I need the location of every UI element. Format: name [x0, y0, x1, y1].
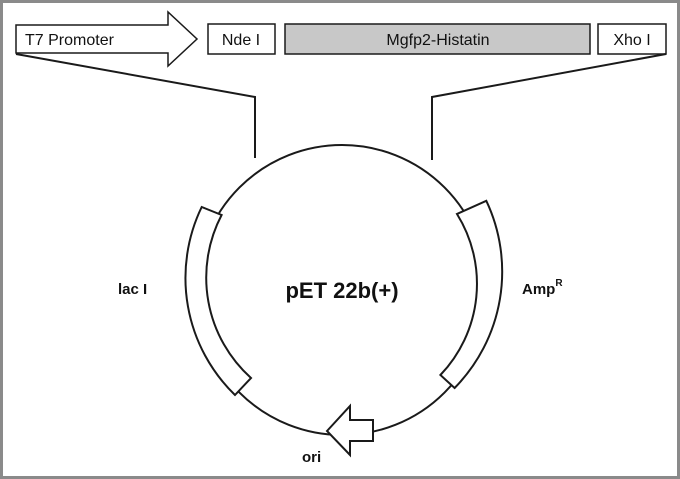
amp-r-feature	[438, 199, 504, 390]
construct-map: T7 Promoter Nde I Mgfp2-Histatin Xho I	[15, 10, 667, 68]
right-connector-line	[431, 53, 667, 160]
lac-i-feature	[184, 205, 253, 397]
amp-r-label: AmpR	[522, 278, 563, 298]
plasmid-name-label: pET 22b(+)	[285, 278, 398, 303]
left-connector-line	[15, 53, 256, 158]
nde-i-site-box	[207, 23, 276, 55]
lac-i-label: lac I	[118, 281, 147, 298]
amp-resistance-superscript: R	[555, 278, 563, 289]
insert-gene-box	[284, 23, 591, 55]
insert-gene-label: Mgfp2-Histatin	[386, 32, 489, 49]
amp-label-text: Amp	[522, 281, 555, 298]
ori-label: ori	[302, 449, 321, 466]
nde-i-site-label: Nde I	[222, 32, 260, 49]
t7-promoter-arrow	[15, 10, 199, 68]
xho-i-site-label: Xho I	[613, 32, 650, 49]
ori-arrow	[325, 403, 374, 458]
t7-promoter-label: T7 Promoter	[25, 32, 115, 49]
xho-i-site-box	[597, 23, 667, 55]
